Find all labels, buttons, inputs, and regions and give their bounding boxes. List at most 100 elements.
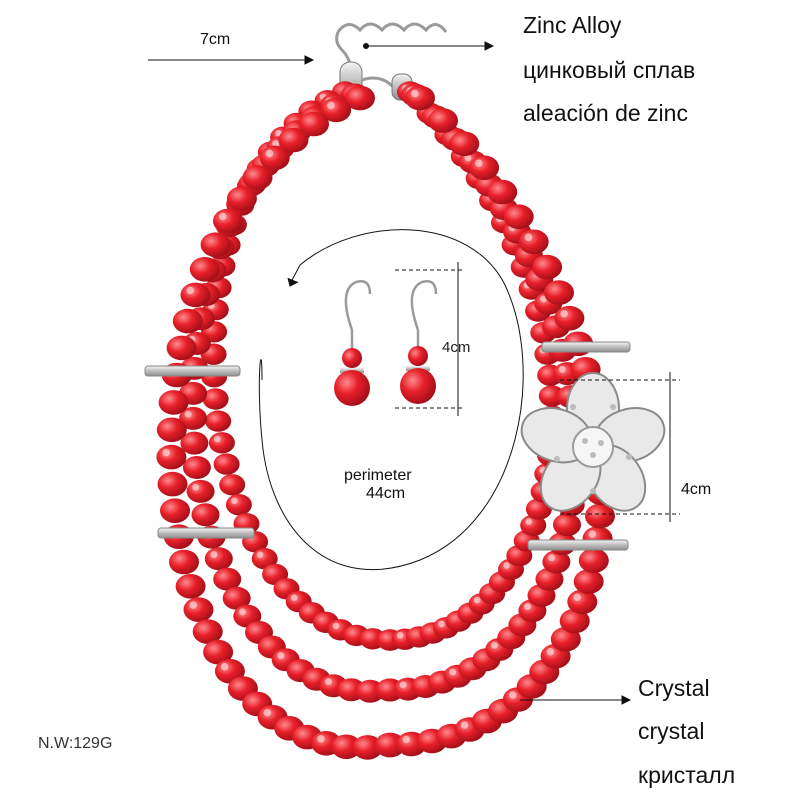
crystal-bead [532,254,563,280]
crystal-bead [487,179,518,205]
crystal-label-en2: crystal [638,718,705,744]
earring-pair [334,280,438,406]
crystal-bead [559,608,590,634]
crystal-bead [192,619,223,644]
bead-highlight [317,735,325,743]
bead-highlight [256,551,264,559]
crystal-bead [219,474,246,496]
bead-highlight [460,721,469,729]
bead-highlight [411,89,419,98]
crystal-bead [156,444,187,470]
bead-highlight [396,632,404,639]
bead-highlight [210,551,218,558]
crystal-bead [186,479,215,503]
bead-highlight [573,593,581,602]
crystal-bead [208,432,235,454]
crystal-bead [585,503,615,529]
crystal-label-en: Crystal [638,675,710,701]
crystal-bead [213,453,240,475]
crystal-bead [160,498,190,523]
crystal-bead [299,111,329,137]
crystal-bead [169,549,199,575]
bead-highlight [162,448,170,457]
zinc-alloy-label-es: aleación de zinc [523,100,688,126]
bead-highlight [524,233,533,242]
bead-highlight [548,554,555,562]
bead-highlight [192,483,200,491]
crystal-bead [553,513,581,537]
crystal-bead [242,165,273,190]
bead-highlight [546,647,555,656]
bead-highlight [449,668,457,676]
bead-highlight [399,681,407,689]
crystal-bead [554,305,585,331]
crystal-bead [352,735,383,760]
crystal-bead [225,494,252,516]
crystal-bead [518,229,549,255]
crystal-bead [172,308,203,334]
crystal-bead [200,232,231,257]
bead-highlight [438,620,445,628]
bead-highlight [558,365,566,373]
crystal-bead [535,567,564,591]
crystal-bead [222,586,251,610]
crystal-bead [544,280,574,305]
bead-highlight [524,603,531,610]
crystal-bead [180,431,209,455]
crystal-bead [157,471,188,497]
bead-highlight [189,601,197,609]
bead-highlight [490,641,498,649]
crystal-bead [405,85,435,111]
crystal-bead [449,131,480,157]
rhinestone-flower-brooch [520,372,666,512]
bead-highlight [290,594,298,601]
bead-highlight [186,286,195,295]
crystal-bead [428,108,458,133]
zinc-alloy-label-ru: цинковый сплав [523,57,696,83]
bead-highlight [238,608,246,616]
bead-highlight [402,735,411,744]
crystal-bead [182,456,211,479]
crystal-bead [331,734,362,760]
crystal-bead [213,567,242,591]
bead-highlight [473,596,481,604]
crystal-bead [503,204,534,229]
crystal-bead [166,335,197,361]
crystal-bead [180,282,211,308]
bead-highlight [218,212,227,221]
crystal-bead [226,186,257,211]
crystal-bead [469,155,500,180]
bead-highlight [503,562,510,569]
perimeter-label: perimeter [344,467,412,484]
crystal-bead [375,732,405,758]
bead-highlight [525,518,532,525]
crystal-label-ru: кристалл [638,762,736,788]
bead-highlight [220,662,229,671]
annotation-lines [148,41,680,705]
bead-highlight [464,154,472,162]
crystal-bead [189,257,220,282]
rhinestone-spacer-bars [144,341,631,551]
chain-length-label: 7cm [200,31,231,48]
bead-highlight [263,708,272,717]
crystal-bead [345,85,375,111]
crystal-bead [203,639,234,665]
crystal-bead [158,390,189,415]
bead-highlight [231,497,238,505]
bead-highlight [588,530,597,538]
bead-highlight [265,149,274,158]
crystal-bead [156,417,187,443]
crystal-bead [202,388,229,410]
crystal-bead [204,547,233,571]
bead-highlight [475,159,483,167]
bead-highlight [214,435,221,443]
bead-highlight [327,101,335,110]
crystal-bead [573,569,604,594]
crystal-bead [175,574,206,599]
bead-highlight [332,622,340,630]
bead-highlight [272,140,280,147]
crystal-bead [183,597,214,622]
bead-highlight [560,309,568,318]
crystal-bead [278,127,309,153]
